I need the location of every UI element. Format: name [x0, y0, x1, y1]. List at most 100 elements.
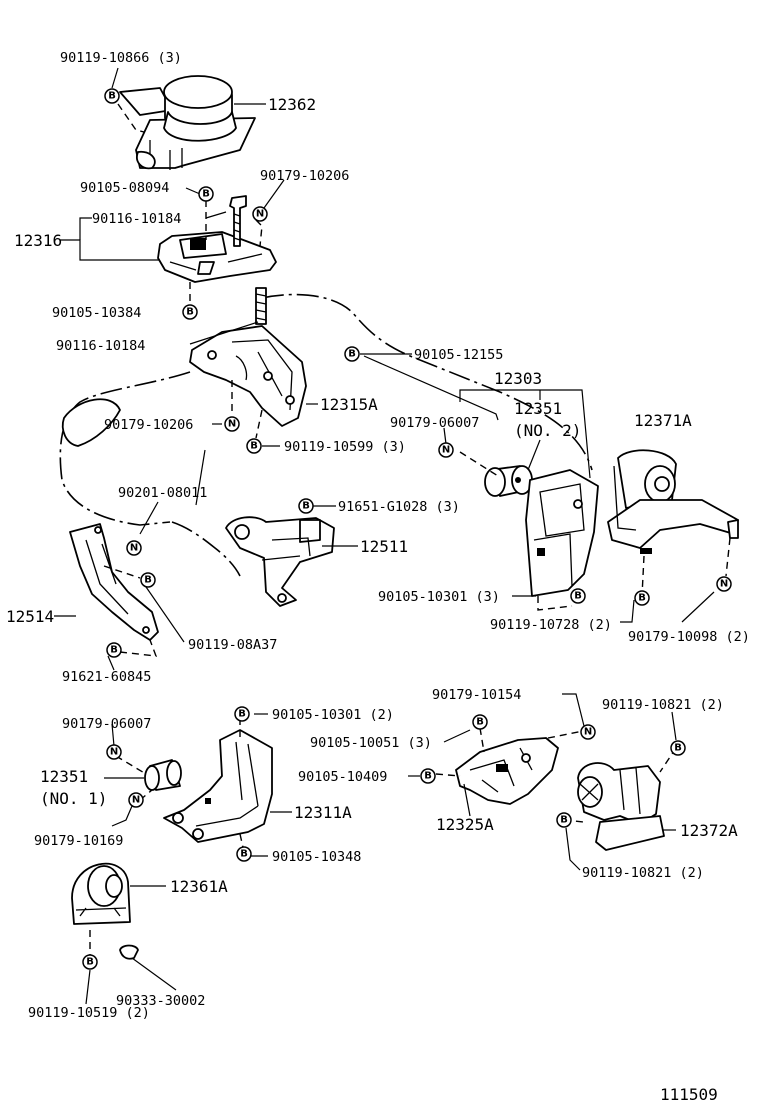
- bracket-12315A: [189, 325, 307, 427]
- part-label: 90201-08011: [118, 485, 207, 501]
- bolt-symbol: B: [472, 714, 488, 730]
- part-label: 90105-10051 (3): [310, 735, 432, 751]
- svg-text:B: B: [638, 593, 646, 604]
- part-label: (NO. 2): [514, 421, 581, 440]
- svg-text:B: B: [302, 501, 310, 512]
- bushing-12351-no1: [144, 759, 182, 791]
- assembly-lines: [89, 103, 731, 958]
- part-label: (NO. 1): [40, 789, 107, 808]
- bolt-symbol: B: [140, 572, 156, 588]
- engine-outline: [59, 293, 593, 577]
- part-label: 12371A: [634, 411, 692, 430]
- part-label: 12372A: [680, 821, 738, 840]
- svg-text:N: N: [228, 419, 236, 430]
- part-label: 90119-08A37: [188, 637, 277, 653]
- bolt-symbol: B: [420, 768, 436, 784]
- svg-text:N: N: [132, 795, 140, 806]
- part-label: 90179-10169: [34, 833, 123, 849]
- nut-symbol: N: [438, 442, 454, 458]
- part-label: 12511: [360, 537, 408, 556]
- part-label: 12351: [514, 399, 562, 418]
- part-label: 90116-10184: [92, 211, 181, 227]
- svg-text:B: B: [240, 849, 248, 860]
- leader-lines: [54, 67, 715, 1005]
- figure-number: 111509: [660, 1085, 718, 1104]
- bracket-12511: [225, 516, 335, 607]
- svg-text:N: N: [110, 747, 118, 758]
- bolt-symbol: B: [298, 498, 314, 514]
- part-label: 90179-06007: [62, 716, 151, 732]
- bolt-symbol: B: [82, 954, 98, 970]
- svg-text:N: N: [584, 727, 592, 738]
- svg-text:B: B: [424, 771, 432, 782]
- part-label: 90119-10866 (3): [60, 50, 182, 66]
- part-labels: 90119-10866 (3) 12362 90105-08094 90179-…: [6, 50, 750, 1104]
- part-label: 90105-12155: [414, 347, 503, 363]
- part-label: 91651-G1028 (3): [338, 499, 460, 515]
- nut-symbol: N: [126, 540, 142, 556]
- svg-text:B: B: [238, 709, 246, 720]
- fastener-symbols: B B N B B N B N B N B B B N B B B N N B …: [82, 88, 732, 970]
- clip-90333-30002: [119, 944, 139, 960]
- bracket-12514: [69, 523, 159, 641]
- svg-text:B: B: [144, 575, 152, 586]
- part-label: 90179-10206: [260, 168, 349, 184]
- svg-text:B: B: [108, 91, 116, 102]
- svg-text:N: N: [442, 445, 450, 456]
- bolt-symbol: B: [556, 812, 572, 828]
- part-label: 90333-30002: [116, 993, 205, 1009]
- bolt-symbol: B: [106, 642, 122, 658]
- svg-text:B: B: [186, 307, 194, 318]
- svg-text:B: B: [86, 957, 94, 968]
- part-label: 12514: [6, 607, 54, 626]
- bolt-symbol: B: [634, 590, 650, 606]
- part-label: 90119-10821 (2): [602, 697, 724, 713]
- part-label: 12351: [40, 767, 88, 786]
- part-label: 90105-10384: [52, 305, 141, 321]
- bracket-12311A: [163, 729, 273, 843]
- bolt-symbol: B: [670, 740, 686, 756]
- bushing-12351-no2: [484, 465, 533, 497]
- svg-text:B: B: [250, 441, 258, 452]
- part-label: 90179-06007: [390, 415, 479, 431]
- bolt-symbol: B: [198, 186, 214, 202]
- mount-12361A: [71, 862, 131, 925]
- part-label: 90119-10519 (2): [28, 1005, 150, 1021]
- part-label: 90105-08094: [80, 180, 169, 196]
- bracket-12316: [157, 195, 277, 325]
- nut-symbol: N: [580, 724, 596, 740]
- part-label: 91621-60845: [62, 669, 151, 685]
- part-label: 90116-10184: [56, 338, 145, 354]
- bolt-symbol: B: [182, 304, 198, 320]
- part-label: 90119-10728 (2): [490, 617, 612, 633]
- svg-text:N: N: [256, 209, 264, 220]
- bolt-symbol: B: [236, 846, 252, 862]
- svg-text:B: B: [560, 815, 568, 826]
- part-label: 90105-10301 (2): [272, 707, 394, 723]
- part-label: 90105-10348: [272, 849, 361, 865]
- part-label: 90105-10409: [298, 769, 387, 785]
- nut-symbol: N: [128, 792, 144, 808]
- svg-text:B: B: [574, 591, 582, 602]
- part-label: 90179-10154: [432, 687, 521, 703]
- part-label: 90105-10301 (3): [378, 589, 500, 605]
- bracket-12303: [525, 469, 599, 597]
- part-label: 90119-10599 (3): [284, 439, 406, 455]
- part-label: 12311A: [294, 803, 352, 822]
- nut-symbol: N: [252, 206, 268, 222]
- part-label: 90179-10098 (2): [628, 629, 750, 645]
- bolt-symbol: B: [344, 346, 360, 362]
- bolt-symbol: B: [570, 588, 586, 604]
- nut-symbol: N: [224, 416, 240, 432]
- svg-text:B: B: [202, 189, 210, 200]
- nut-symbol: N: [716, 576, 732, 592]
- part-label: 12361A: [170, 877, 228, 896]
- bolt-symbol: B: [234, 706, 250, 722]
- svg-text:B: B: [348, 349, 356, 360]
- svg-text:N: N: [130, 543, 138, 554]
- mount-12372A: [577, 762, 665, 851]
- bolt-symbol: B: [104, 88, 120, 104]
- part-label: 90119-10821 (2): [582, 865, 704, 881]
- part-label: 12315A: [320, 395, 378, 414]
